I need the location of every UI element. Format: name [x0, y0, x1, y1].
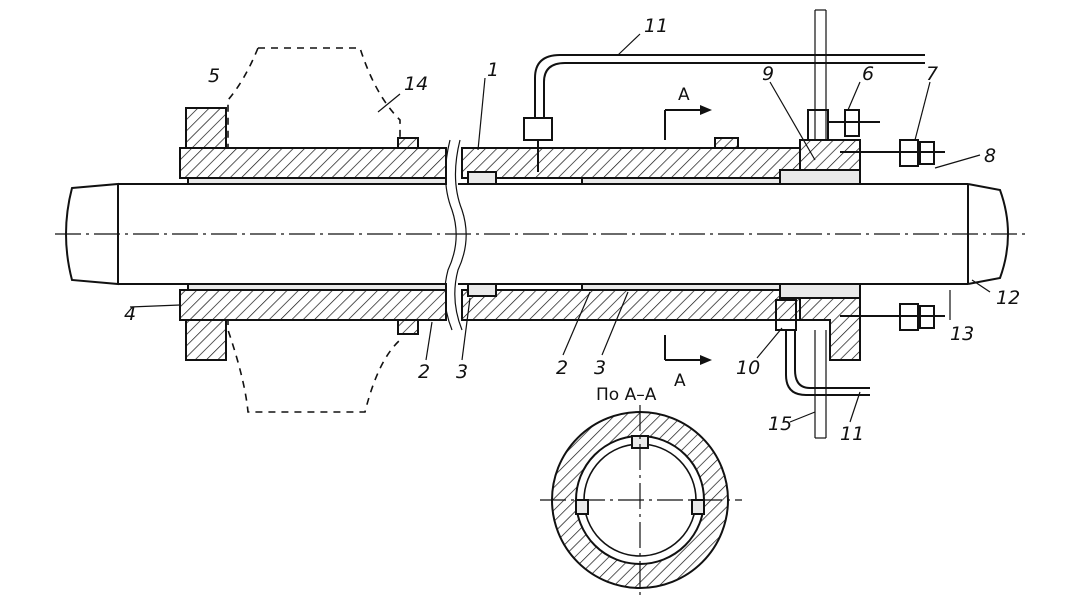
label-15: 15 — [768, 413, 792, 435]
lube-pipe-lower — [775, 299, 870, 396]
label-11b: 11 — [840, 423, 864, 445]
label-12: 12 — [996, 287, 1020, 309]
label-3a: 3 — [456, 361, 468, 383]
hull-frame-outline — [227, 47, 401, 413]
label-9: 9 — [762, 63, 774, 85]
stern-frame-plate — [185, 107, 227, 149]
gland-housing — [779, 139, 861, 361]
label-11a: 11 — [644, 15, 668, 37]
bearing-liners — [187, 171, 801, 297]
label-5: 5 — [208, 65, 220, 87]
leader-lines — [129, 33, 991, 423]
label-3b: 3 — [594, 357, 606, 379]
label-10: 10 — [736, 357, 760, 379]
callout-labels: 1 2 3 2 3 4 5 6 7 8 9 10 11 11 12 13 14 … — [124, 15, 1020, 445]
label-4: 4 — [124, 303, 136, 325]
tube-lower-wall — [179, 289, 801, 335]
label-2b: 2 — [556, 357, 568, 379]
section-mark-top-text: A — [678, 85, 690, 105]
label-13: 13 — [950, 323, 974, 345]
label-14: 14 — [404, 73, 428, 95]
section-mark-bottom-text: A — [674, 371, 686, 391]
label-1: 1 — [487, 59, 499, 81]
label-8: 8 — [984, 145, 996, 167]
section-title: По А–А — [596, 385, 657, 405]
lube-pipe-upper — [523, 54, 925, 172]
cross-section-view — [540, 405, 742, 600]
bulkhead — [814, 9, 827, 439]
section-mark-upper — [664, 105, 712, 140]
label-7: 7 — [926, 63, 938, 85]
gland-bolts — [807, 109, 945, 331]
label-6: 6 — [862, 63, 874, 85]
section-mark-lower — [664, 335, 712, 365]
label-2a: 2 — [418, 361, 430, 383]
